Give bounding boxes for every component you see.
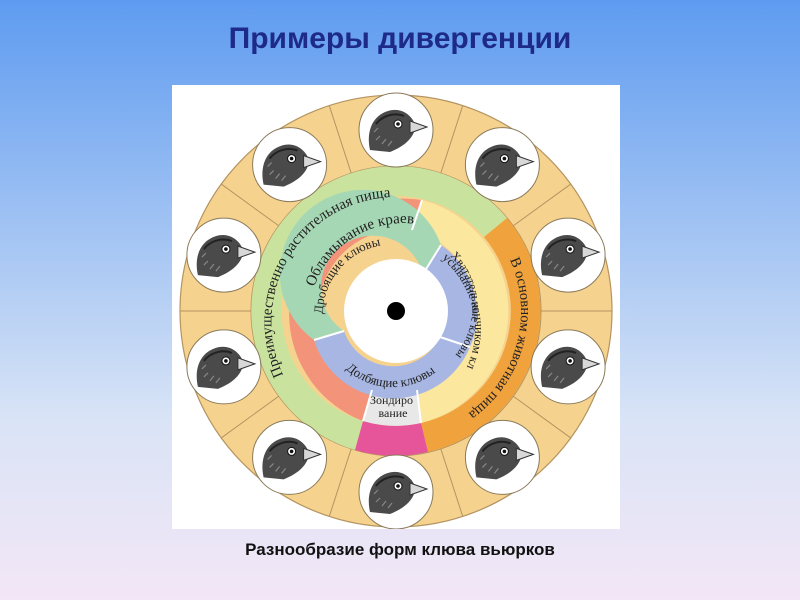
finch-head-icon (253, 128, 327, 202)
probing-pink-band (355, 421, 428, 456)
finch-head-icon (465, 420, 539, 494)
slide-caption: Разнообразие форм клюва вьюрков (0, 540, 800, 560)
center-dot (387, 302, 405, 320)
finch-head-icon (359, 455, 433, 529)
finch-head-icon (531, 330, 605, 404)
finch-beak-wheel: Преимущественно растительная пища В осно… (172, 85, 620, 529)
finch-head-icon (187, 218, 261, 292)
finch-head-icon (531, 218, 605, 292)
finch-beak-diagram-panel: Преимущественно растительная пища В осно… (172, 85, 620, 529)
finch-head-icon (359, 93, 433, 167)
finch-head-icon (253, 420, 327, 494)
slide-title: Примеры дивергенции (0, 22, 800, 56)
finch-head-icon (187, 330, 261, 404)
finch-head-icon (465, 128, 539, 202)
